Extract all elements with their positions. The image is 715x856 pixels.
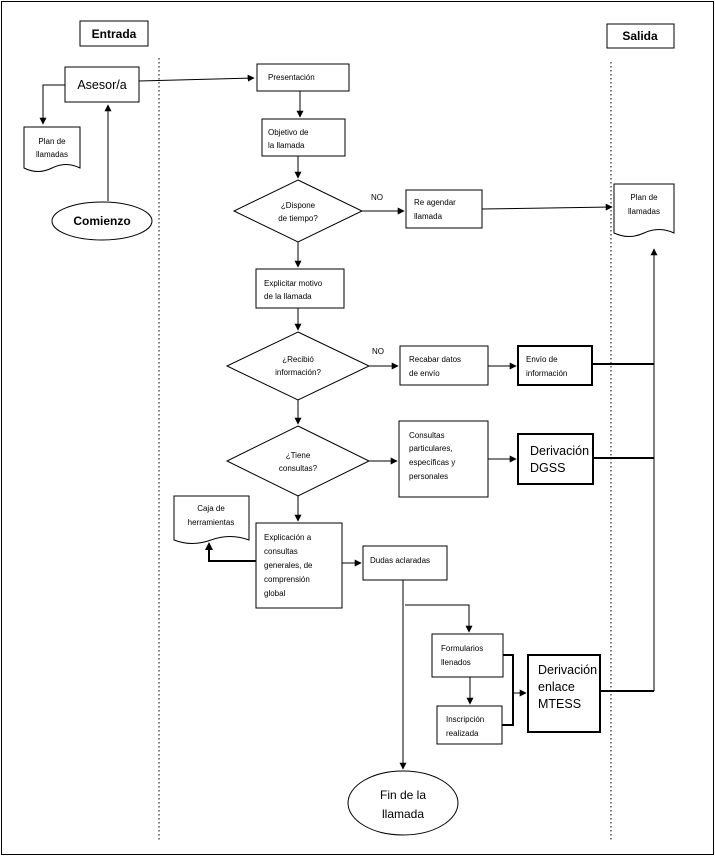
dgss-line2: DGSS <box>530 461 565 475</box>
caja-document: Caja de herramientas <box>173 495 250 544</box>
presentacion-box: Presentación <box>256 63 350 92</box>
comienzo-label: Comienzo <box>73 214 130 228</box>
objetivo-line2: la llamada <box>268 141 305 150</box>
asesor-box: Asesor/a <box>64 66 140 103</box>
recabar-line2: de envío <box>409 369 440 378</box>
presentacion-label: Presentación <box>268 73 315 82</box>
asesor-label: Asesor/a <box>77 78 126 92</box>
explicacion-box: Explicación a consultas generales, de co… <box>255 522 343 609</box>
plan-entrada-line1: Plan de <box>38 137 66 146</box>
consultas-line3: específicas y <box>409 458 455 467</box>
explicacion-line3: generales, de <box>264 561 313 570</box>
formularios-line1: Formularios <box>441 644 483 653</box>
dispone-decision: ¿Dispone de tiempo? <box>232 179 364 243</box>
dgss-line1: Derivación <box>530 444 589 458</box>
explicacion-line2: consultas <box>264 547 298 556</box>
plan-entrada-line2: llamadas <box>36 150 68 159</box>
explicitar-line1: Explicitar motivo <box>264 279 323 288</box>
dispone-line2: de tiempo? <box>278 214 318 223</box>
salida-header: Salida <box>606 23 675 49</box>
envio-box: Envío de información <box>517 345 593 386</box>
reagendar-line1: Re agendar <box>414 198 456 207</box>
recibio-decision: ¿Recibió información? <box>225 331 371 401</box>
reagendar-box: Re agendar llamada <box>405 189 483 229</box>
explicitar-box: Explicitar motivo de la llamada <box>255 268 345 309</box>
tiene-line2: consultas? <box>279 464 318 473</box>
envio-line1: Envío de <box>526 355 558 364</box>
caja-line2: herramientas <box>188 518 235 527</box>
fin-line1: Fin de la <box>380 788 426 802</box>
dudas-box: Dudas aclaradas <box>362 545 448 581</box>
recabar-line1: Recabar datos <box>409 355 461 364</box>
comienzo-terminal: Comienzo <box>51 201 153 241</box>
fin-terminal: Fin de la llamada <box>347 770 459 836</box>
consultas-box: Consultas particulares, específicas y pe… <box>398 420 489 498</box>
explicacion-line1: Explicación a <box>264 533 312 542</box>
connectors <box>39 74 658 770</box>
consultas-line4: personales <box>409 472 448 481</box>
recibio-line1: ¿Recibió <box>282 355 314 364</box>
plan-entrada-document: Plan de llamadas <box>23 126 81 172</box>
entrada-header: Entrada <box>79 20 149 47</box>
dudas-label: Dudas aclaradas <box>370 556 430 565</box>
objetivo-line1: Objetivo de <box>268 128 309 137</box>
fin-line2: llamada <box>382 807 424 821</box>
plan-salida-line2: llamadas <box>628 207 660 216</box>
tiene-decision: ¿Tiene consultas? <box>225 425 371 497</box>
plan-salida-document: Plan de llamadas <box>613 183 675 237</box>
no-label-1: NO <box>371 193 383 202</box>
mtess-line2: enlace <box>538 680 575 694</box>
mtess-box: Derivación enlace MTESS <box>527 654 601 733</box>
objetivo-box: Objetivo de la llamada <box>261 118 346 157</box>
mtess-line3: MTESS <box>538 697 581 711</box>
formularios-line2: llenados <box>441 658 471 667</box>
caja-line1: Caja de <box>197 504 225 513</box>
dispone-line1: ¿Dispone <box>281 201 316 210</box>
inscripcion-box: Inscripción realizada <box>436 705 503 745</box>
formularios-box: Formularios llenados <box>431 633 504 678</box>
reagendar-line2: llamada <box>414 212 443 221</box>
tiene-line1: ¿Tiene <box>286 451 311 460</box>
plan-salida-line1: Plan de <box>630 193 658 202</box>
explicitar-line2: de la llamada <box>264 292 312 301</box>
no-label-2: NO <box>372 347 384 356</box>
recabar-box: Recabar datos de envío <box>399 345 489 386</box>
entrada-header-label: Entrada <box>92 27 137 41</box>
consultas-line2: particulares, <box>409 444 453 453</box>
envio-line2: información <box>526 369 567 378</box>
dgss-box: Derivación DGSS <box>517 433 594 485</box>
salida-header-label: Salida <box>622 29 658 43</box>
inscripcion-line2: realizada <box>446 729 479 738</box>
consultas-line1: Consultas <box>409 431 445 440</box>
explicacion-line4: comprensión <box>264 575 310 584</box>
recibio-line2: información? <box>275 368 321 377</box>
mtess-line1: Derivación <box>538 663 597 677</box>
inscripcion-line1: Inscripción <box>446 715 484 724</box>
explicacion-line5: global <box>264 589 286 598</box>
